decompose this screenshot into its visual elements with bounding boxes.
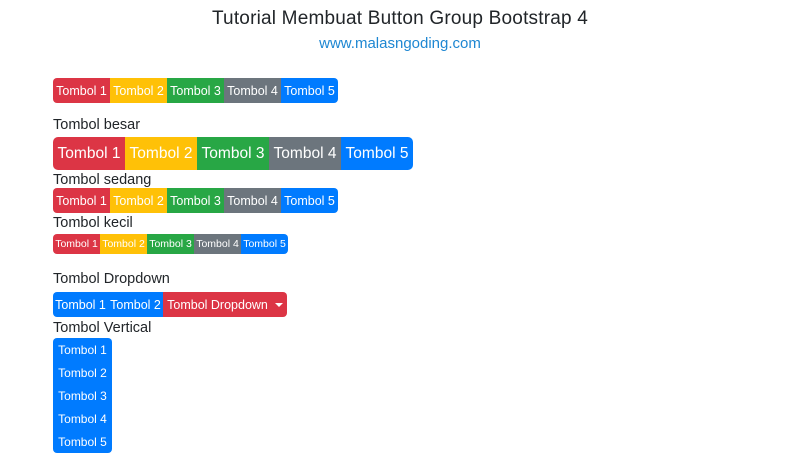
tombol-2-button-lg[interactable]: Tombol 2 xyxy=(125,137,197,170)
tombol-5-button-md[interactable]: Tombol 5 xyxy=(281,188,338,213)
tombol-1-button-sm[interactable]: Tombol 1 xyxy=(53,234,100,254)
button-group-dropdown: Tombol 1 Tombol 2 Tombol Dropdown xyxy=(53,292,287,317)
button-group-kecil: Tombol 1 Tombol 2 Tombol 3 Tombol 4 Tomb… xyxy=(53,234,288,254)
main-content: Tombol 1 Tombol 2 Tombol 3 Tombol 4 Tomb… xyxy=(53,78,800,453)
tombol-2-button[interactable]: Tombol 2 xyxy=(110,78,167,103)
section-label-besar: Tombol besar xyxy=(53,117,141,133)
button-group-vertical: Tombol 1 Tombol 2 Tombol 3 Tombol 4 Tomb… xyxy=(53,338,112,453)
tombol-2-button-vert[interactable]: Tombol 2 xyxy=(53,361,112,384)
dropdown-toggle-label: Tombol Dropdown xyxy=(167,297,268,312)
button-group-sedang: Tombol 1 Tombol 2 Tombol 3 Tombol 4 Tomb… xyxy=(53,188,338,213)
tombol-4-button-lg[interactable]: Tombol 4 xyxy=(269,137,341,170)
tombol-5-button-vert[interactable]: Tombol 5 xyxy=(53,430,112,453)
tombol-2-button-md[interactable]: Tombol 2 xyxy=(110,188,167,213)
section-label-dropdown: Tombol Dropdown xyxy=(53,271,170,287)
section-label-vertical: Tombol Vertical xyxy=(53,320,152,336)
section-label-kecil: Tombol kecil xyxy=(53,215,133,231)
tombol-4-button-md[interactable]: Tombol 4 xyxy=(224,188,281,213)
tombol-5-button-lg[interactable]: Tombol 5 xyxy=(341,137,413,170)
site-link[interactable]: www.malasngoding.com xyxy=(319,35,481,52)
page-header: Tutorial Membuat Button Group Bootstrap … xyxy=(0,0,800,54)
tombol-1-button[interactable]: Tombol 1 xyxy=(53,78,110,103)
tombol-2-button-sm[interactable]: Tombol 2 xyxy=(100,234,147,254)
button-group-besar: Tombol 1 Tombol 2 Tombol 3 Tombol 4 Tomb… xyxy=(53,137,413,170)
button-group-default: Tombol 1 Tombol 2 Tombol 3 Tombol 4 Tomb… xyxy=(53,78,338,103)
tombol-5-button-sm[interactable]: Tombol 5 xyxy=(241,234,288,254)
tombol-3-button-sm[interactable]: Tombol 3 xyxy=(147,234,194,254)
tombol-4-button-sm[interactable]: Tombol 4 xyxy=(194,234,241,254)
dropdown-toggle-button[interactable]: Tombol Dropdown xyxy=(163,292,287,317)
tombol-1-button-dd[interactable]: Tombol 1 xyxy=(53,292,108,317)
tombol-1-button-vert[interactable]: Tombol 1 xyxy=(53,338,112,361)
section-label-sedang: Tombol sedang xyxy=(53,172,152,188)
tombol-3-button-vert[interactable]: Tombol 3 xyxy=(53,384,112,407)
tombol-3-button-lg[interactable]: Tombol 3 xyxy=(197,137,269,170)
tombol-2-button-dd[interactable]: Tombol 2 xyxy=(108,292,163,317)
tombol-4-button-vert[interactable]: Tombol 4 xyxy=(53,407,112,430)
tombol-1-button-lg[interactable]: Tombol 1 xyxy=(53,137,125,170)
tombol-4-button[interactable]: Tombol 4 xyxy=(224,78,281,103)
tombol-3-button[interactable]: Tombol 3 xyxy=(167,78,224,103)
tombol-5-button[interactable]: Tombol 5 xyxy=(281,78,338,103)
page-title: Tutorial Membuat Button Group Bootstrap … xyxy=(211,8,589,29)
tombol-3-button-md[interactable]: Tombol 3 xyxy=(167,188,224,213)
caret-down-icon xyxy=(274,302,283,307)
tombol-1-button-md[interactable]: Tombol 1 xyxy=(53,188,110,213)
